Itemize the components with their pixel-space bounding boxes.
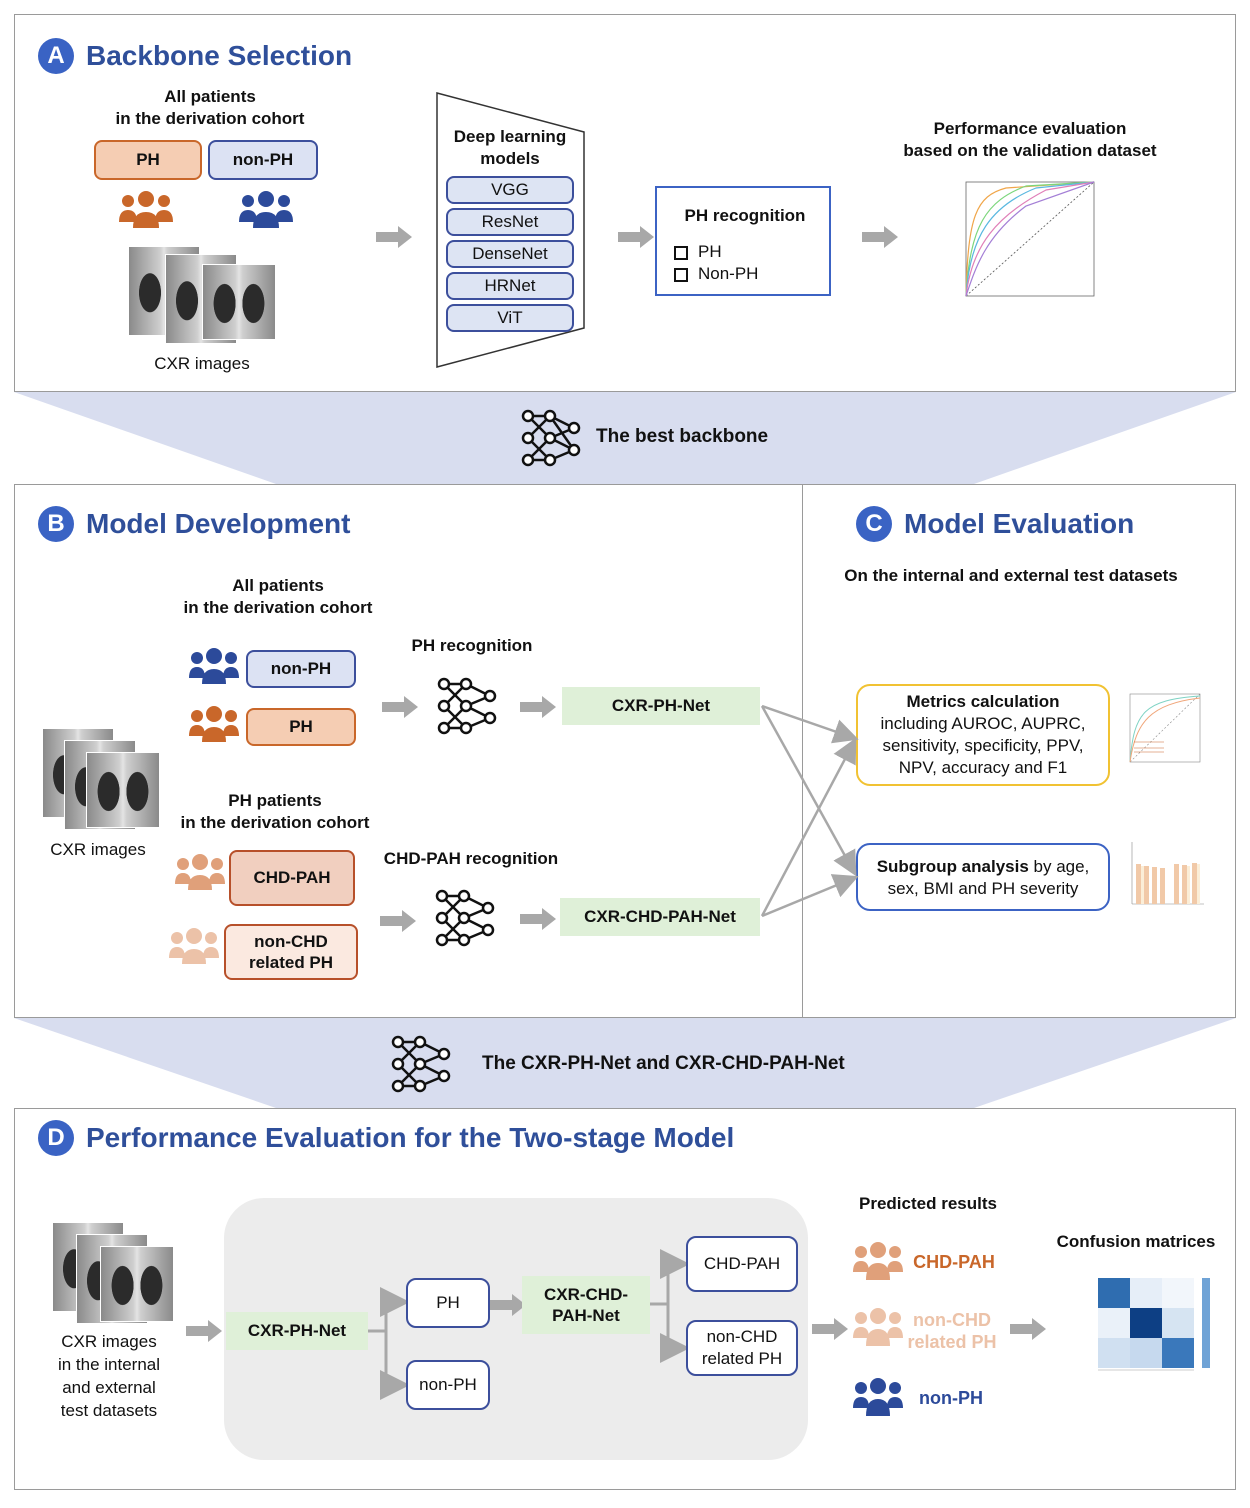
pred-non-ph-people-icon — [853, 1378, 903, 1416]
a-ph-people-icon — [119, 191, 173, 228]
d-cxr-image-3 — [100, 1246, 174, 1322]
b-network-icon-2 — [435, 889, 495, 947]
ph-recognition-title: PH recognition — [684, 206, 806, 225]
banner-2-text: The CXR-PH-Net and CXR-CHD-PAH-Net — [482, 1053, 845, 1074]
subgroup-line2: sex, BMI and PH severity — [887, 879, 1079, 898]
panel-b-badge: B — [38, 506, 74, 542]
a-cohort-title: All patients in the derivation cohort — [115, 87, 305, 128]
option-ph: PH — [674, 242, 722, 262]
a-arrow-3 — [862, 226, 898, 248]
d-cxr-label: CXR images in the internal and external … — [57, 1332, 161, 1420]
models-title: Deep learning models — [453, 127, 567, 168]
a-non-ph-people-icon — [239, 191, 293, 228]
d-arrow-1 — [186, 1320, 222, 1342]
panel-d-badge: D — [38, 1120, 74, 1156]
b-cohort-1: All patients in the derivation cohort — [183, 576, 373, 617]
pred-non-ph-label: non-PH — [919, 1388, 983, 1408]
predicted-title: Predicted results — [859, 1194, 997, 1213]
d-arrow-2 — [490, 1294, 526, 1316]
panel-c-header: C Model Evaluation — [856, 506, 1134, 542]
option-non-ph: Non-PH — [674, 264, 758, 284]
b-cxr-chd-pah-net: CXR-CHD-PAH-Net — [560, 898, 760, 936]
a-ph-box: PH — [94, 140, 202, 180]
metrics-body: including AUROC, AUPRC, sensitivity, spe… — [880, 714, 1086, 777]
perf-title: Performance evaluation based on the vali… — [903, 119, 1157, 160]
model-vgg: VGG — [446, 176, 574, 204]
banner-1-shape — [14, 392, 1236, 484]
d-cxr-ph-net: CXR-PH-Net — [226, 1312, 368, 1350]
metrics-thumbnail-plot — [1129, 693, 1201, 763]
d-cxr-chd-pah-net: CXR-CHD- PAH-Net — [522, 1276, 650, 1334]
confusion-matrix-thumbnail — [1098, 1278, 1210, 1371]
b-ph-box: PH — [246, 708, 356, 746]
pred-non-chd-label: non-CHD related PH — [907, 1310, 997, 1352]
b-arrow-3 — [380, 910, 416, 932]
model-vit: ViT — [446, 304, 574, 332]
b-ph-people-icon — [189, 706, 239, 742]
b-cxr-label: CXR images — [50, 840, 146, 859]
confusion-title: Confusion matrices — [1056, 1232, 1216, 1251]
a-arrow-2 — [618, 226, 654, 248]
d-non-ph-box: non-PH — [406, 1360, 490, 1410]
ph-recognition-box — [655, 186, 831, 296]
panel-c-title: Model Evaluation — [904, 508, 1135, 539]
panel-b-header: B Model Development — [38, 506, 350, 542]
b-chd-recognition-label: CHD-PAH recognition — [383, 849, 559, 868]
c-subtitle: On the internal and external test datase… — [844, 566, 1178, 585]
b-cxr-image-3 — [86, 752, 160, 828]
banner-1-text: The best backbone — [596, 426, 769, 447]
a-cxr-label: CXR images — [154, 354, 250, 373]
panel-a-badge: A — [38, 38, 74, 74]
banner-2-shape — [14, 1018, 1236, 1108]
subgroup-bold: Subgroup analysis — [876, 857, 1029, 876]
option-non-ph-label: Non-PH — [698, 264, 759, 283]
network-icon — [521, 409, 581, 467]
d-arrow-4 — [1010, 1318, 1046, 1340]
subgroup-rest: by age, — [1028, 857, 1090, 876]
b-non-chd-people-icon — [169, 928, 219, 964]
b-network-icon-1 — [437, 677, 497, 735]
b-non-chd-box: non-CHD related PH — [224, 924, 358, 980]
panel-a-title: Backbone Selection — [86, 40, 353, 71]
model-densenet: DenseNet — [446, 240, 574, 268]
checkbox-icon — [674, 267, 688, 282]
panel-d-header: D Performance Evaluation for the Two-sta… — [38, 1120, 734, 1156]
b-arrow-1 — [382, 696, 418, 718]
b-arrow-4 — [520, 908, 556, 930]
subgroup-thumbnail-chart — [1131, 842, 1204, 905]
d-ph-box: PH — [406, 1278, 490, 1328]
b-non-ph-people-icon — [189, 648, 239, 684]
panel-b-title: Model Development — [86, 508, 351, 539]
a-arrow-1 — [376, 226, 412, 248]
checkbox-icon — [674, 245, 688, 260]
model-hrnet: HRNet — [446, 272, 574, 300]
a-non-ph-box: non-PH — [208, 140, 318, 180]
b-ph-recognition-label: PH recognition — [411, 636, 533, 655]
pred-chd-pah-label: CHD-PAH — [913, 1252, 995, 1272]
network-icon-2 — [391, 1035, 451, 1093]
pred-non-chd-people-icon — [853, 1308, 903, 1346]
b-cohort-2: PH patients in the derivation cohort — [180, 791, 370, 832]
d-arrow-3 — [812, 1318, 848, 1340]
b-chd-pah-people-icon — [175, 854, 225, 890]
b-arrow-2 — [520, 696, 556, 718]
b-cxr-ph-net: CXR-PH-Net — [562, 687, 760, 725]
metrics-title: Metrics calculation — [906, 692, 1060, 711]
d-non-chd-box: non-CHD related PH — [686, 1320, 798, 1376]
a-cxr-image-3 — [202, 264, 276, 340]
option-ph-label: PH — [698, 242, 722, 261]
pred-chd-pah-people-icon — [853, 1242, 903, 1280]
panel-d-title: Performance Evaluation for the Two-stage… — [86, 1122, 735, 1153]
panel-c-badge: C — [856, 506, 892, 542]
model-resnet: ResNet — [446, 208, 574, 236]
b-chd-pah-box: CHD-PAH — [229, 850, 355, 906]
d-chd-pah-box: CHD-PAH — [686, 1236, 798, 1292]
subgroup-line1: Subgroup analysis by age, — [858, 857, 1108, 877]
panel-a-header: A Backbone Selection — [38, 38, 352, 74]
b-non-ph-box: non-PH — [246, 650, 356, 688]
roc-curve-plot — [965, 181, 1095, 297]
